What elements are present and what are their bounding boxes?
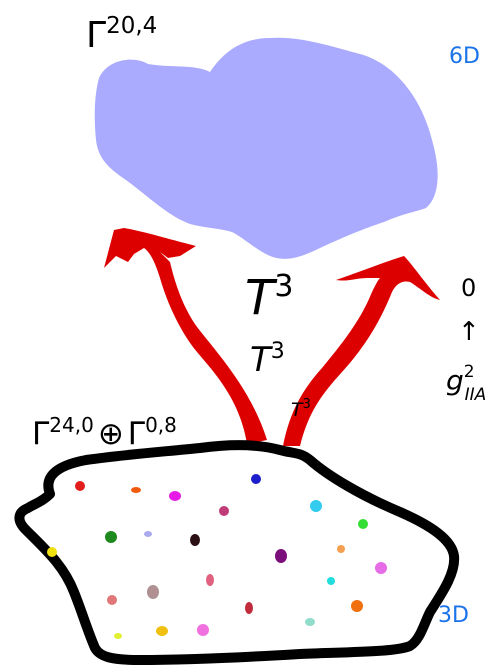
blob-dot (275, 549, 287, 563)
blob-dot (107, 595, 117, 605)
coupling-arrow-label: ↑ (458, 317, 480, 347)
blob-dot (206, 574, 214, 586)
blob-dot (144, 531, 152, 537)
blob-dots (47, 474, 387, 639)
cloud-6d (94, 37, 438, 259)
top-lattice-label: Γ20,4 (86, 13, 157, 56)
right-red-arrow (283, 256, 440, 446)
blob-dot (375, 562, 387, 574)
blob-3d-outline (14, 440, 460, 665)
left-red-arrow (104, 228, 267, 444)
blob-dot (251, 474, 261, 484)
coupling-value-label: 0 (461, 274, 476, 302)
dim-6d-label: 6D (449, 44, 480, 69)
torus-small-label: T3 (291, 397, 311, 421)
blob-dot (337, 545, 345, 553)
blob-dot (245, 602, 253, 614)
torus-large-label: T3 (245, 269, 293, 326)
torus-medium-label: T3 (250, 339, 285, 380)
blob-dot (131, 487, 141, 493)
blob-dot (156, 626, 168, 636)
blob-dot (75, 481, 85, 491)
blob-dot (105, 531, 117, 543)
blob-dot (310, 500, 322, 512)
blob-dot (197, 624, 209, 636)
dim-3d-label: 3D (438, 603, 469, 628)
blob-dot (358, 519, 368, 529)
blob-dot (114, 633, 122, 639)
blob-dot (305, 618, 315, 626)
blob-dot (169, 491, 181, 501)
blob-dot (327, 577, 335, 585)
blob-dot (190, 534, 200, 546)
bottom-lattice-label: Γ24,0⊕Γ0,8 (32, 413, 177, 452)
blob-dot (47, 547, 57, 557)
blob-dot (351, 600, 363, 612)
blob-dot (147, 585, 159, 599)
blob-dot (219, 506, 229, 516)
